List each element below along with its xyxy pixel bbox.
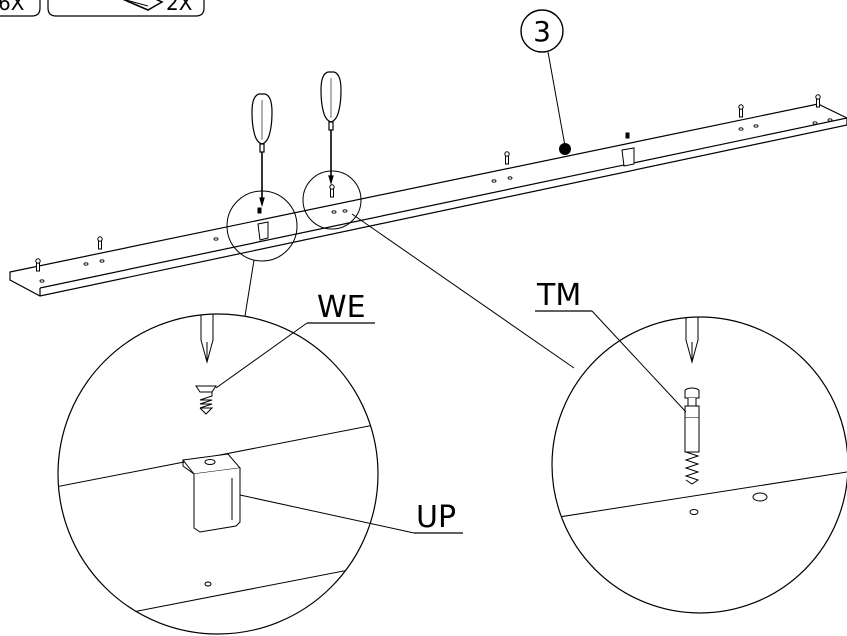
quantity-badge-left-text: 6X <box>0 0 25 15</box>
screwdriver-icon <box>251 93 273 208</box>
screwdriver-tip-icon <box>200 314 214 364</box>
screwdriver-icon <box>320 71 342 186</box>
callout-up-label: UP <box>416 500 456 535</box>
detail-view-left <box>57 313 379 635</box>
callout-up: UP <box>239 494 463 535</box>
part-marker-dot <box>559 143 571 155</box>
callout-tm: TM <box>535 278 687 413</box>
callout-we-label: WE <box>317 290 366 325</box>
cam-bolt-tm-icon <box>684 387 700 485</box>
detail-marker-left <box>226 190 298 262</box>
quantity-badge-left: 6X <box>0 0 41 17</box>
quantity-badge-right-text: 2X <box>166 0 193 15</box>
board-holes <box>39 118 833 283</box>
cam-bolts-small <box>35 94 821 272</box>
detail-view-right <box>551 316 847 614</box>
step-number-badge: 3 <box>520 9 566 147</box>
detail-marker-right <box>302 170 362 230</box>
magnify-leaders <box>244 213 575 369</box>
hardware-bag-icon <box>122 0 164 11</box>
bracket-up-icon <box>182 453 241 533</box>
quantity-badge-right: 2X <box>47 0 205 17</box>
screw-we-icon <box>195 385 217 415</box>
screwdriver-tip-icon <box>685 317 699 364</box>
brackets-small <box>257 132 635 241</box>
callout-we: WE <box>215 290 375 389</box>
step-number: 3 <box>533 15 551 48</box>
callout-tm-label: TM <box>536 278 581 313</box>
